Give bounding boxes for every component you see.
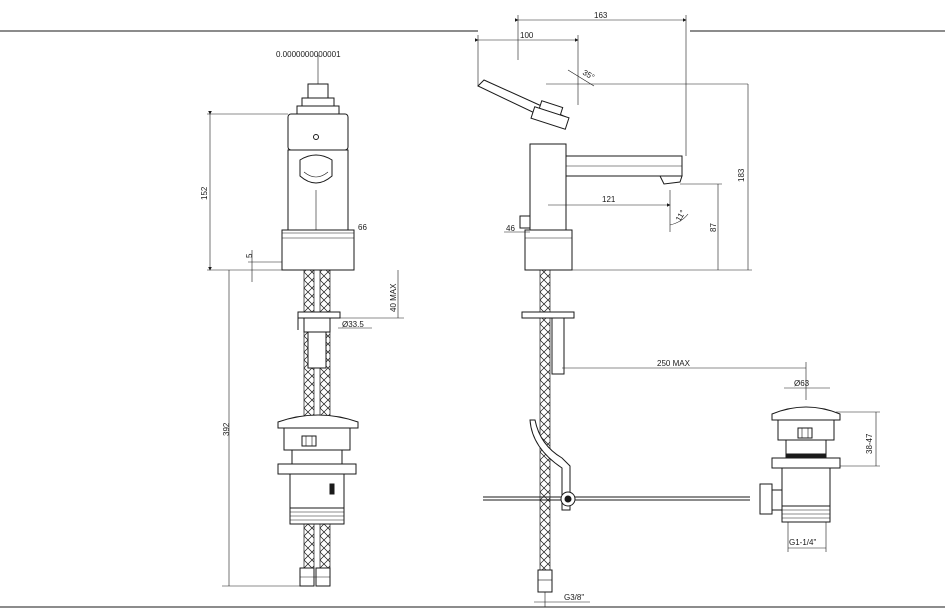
side-faucet-body xyxy=(519,143,683,231)
dim-spout-87: 87 xyxy=(709,223,718,232)
front-faucet-body xyxy=(287,113,349,231)
side-mounting-nut xyxy=(521,311,575,511)
front-dimension-lines xyxy=(207,111,404,587)
dim-total-392: 392 xyxy=(222,422,231,436)
dim-gap-5: 5 xyxy=(245,253,254,258)
dim-width-163: 163 xyxy=(594,11,608,20)
dim-top-callout: 0.0000000000001 xyxy=(276,50,341,59)
front-lever-knob xyxy=(296,55,340,115)
dim-height-183: 183 xyxy=(737,168,746,182)
side-dimension-lines xyxy=(475,15,880,603)
side-lever-handle xyxy=(477,79,570,130)
dim-range-38-47: 38-47 xyxy=(865,433,874,454)
drawing-frame xyxy=(0,30,945,608)
front-mounting-nut xyxy=(297,311,341,369)
dim-reach-121: 121 xyxy=(602,195,616,204)
drain-detail-view xyxy=(759,406,841,523)
dim-base-46: 46 xyxy=(506,224,515,233)
side-base-plate xyxy=(524,229,573,271)
dim-thread-g1: G1-1/4" xyxy=(789,538,816,547)
dim-dia-33: Ø33.5 xyxy=(342,320,364,329)
dim-max-250: 250 MAX xyxy=(657,359,691,368)
front-base-plate xyxy=(281,229,355,271)
side-pull-rod xyxy=(483,491,750,507)
front-drain-assembly xyxy=(277,414,359,525)
dim-angle-11: 11° xyxy=(674,209,688,223)
dim-max-40: 40 MAX xyxy=(389,283,398,312)
dim-dia-63: Ø63 xyxy=(794,379,810,388)
side-view: 163 100 35° 183 121 11° 87 46 250 MAX Ø6… xyxy=(475,11,880,607)
dim-thread-g38: G3/8" xyxy=(564,593,584,602)
dim-width-100: 100 xyxy=(520,31,534,40)
dim-width-66: 66 xyxy=(358,223,367,232)
dim-height-152: 152 xyxy=(200,186,209,200)
front-view: 0.0000000000001 152 66 5 40 MAX Ø33.5 39… xyxy=(200,50,404,587)
side-hoses xyxy=(537,269,553,607)
